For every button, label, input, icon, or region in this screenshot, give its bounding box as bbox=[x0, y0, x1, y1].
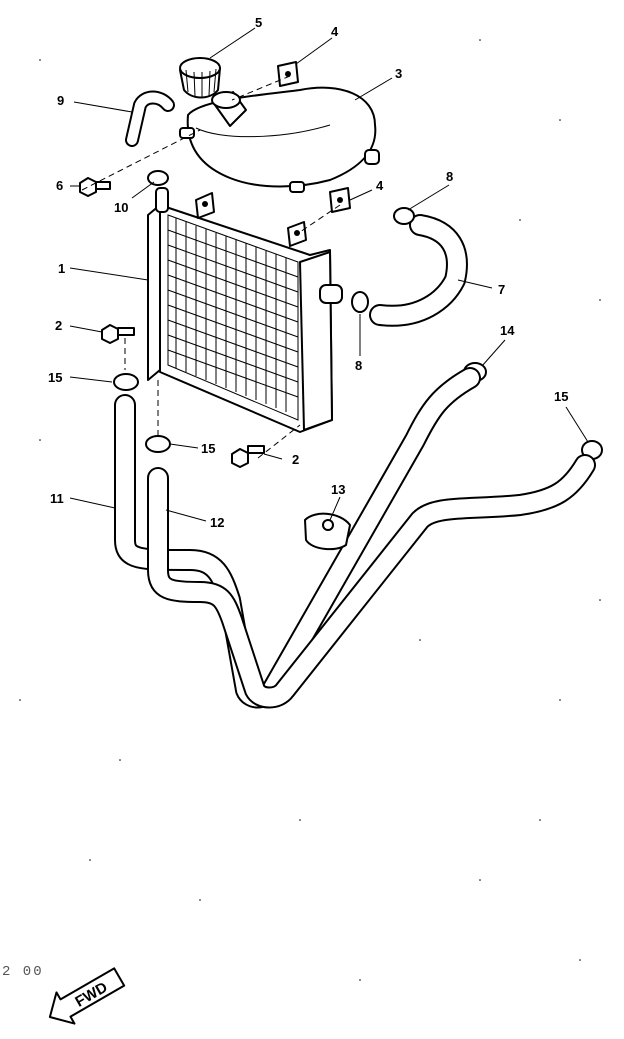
clamp-10 bbox=[147, 170, 169, 186]
callout-2-upper: 2 bbox=[55, 318, 62, 333]
callout-11: 11 bbox=[50, 491, 64, 506]
clamp-8-lower bbox=[351, 291, 369, 313]
callout-7: 7 bbox=[498, 282, 505, 297]
reservoir-tank bbox=[179, 86, 380, 193]
callout-15-left: 15 bbox=[48, 370, 62, 385]
callout-3: 3 bbox=[395, 66, 402, 81]
callout-14: 14 bbox=[500, 323, 515, 338]
clip-nut-lower bbox=[329, 187, 351, 213]
callout-15-center: 15 bbox=[201, 441, 215, 456]
callout-4-upper: 4 bbox=[331, 24, 339, 39]
clamp-13 bbox=[304, 512, 351, 551]
radiator-cap bbox=[179, 57, 221, 99]
callout-5: 5 bbox=[255, 15, 262, 30]
leader-lines bbox=[69, 27, 589, 522]
callout-12: 12 bbox=[210, 515, 224, 530]
callout-8-upper: 8 bbox=[446, 169, 453, 184]
bolt-2-upper bbox=[101, 324, 135, 344]
callout-9: 9 bbox=[57, 93, 64, 108]
bolt-2-lower bbox=[231, 445, 265, 468]
clamp-8-upper bbox=[393, 207, 415, 225]
clamp-15-left bbox=[113, 373, 139, 391]
callout-15-right: 15 bbox=[554, 389, 568, 404]
diagram-code: 2 00 bbox=[2, 964, 44, 980]
bolt-6 bbox=[79, 177, 111, 197]
clip-nut-upper bbox=[277, 61, 299, 87]
clamp-15-center bbox=[145, 435, 171, 453]
radiator-core bbox=[147, 187, 343, 433]
callout-8-lower: 8 bbox=[355, 358, 362, 373]
callout-10: 10 bbox=[114, 200, 128, 215]
callout-2-lower: 2 bbox=[292, 452, 299, 467]
callout-4-lower: 4 bbox=[376, 178, 384, 193]
callout-1: 1 bbox=[58, 261, 65, 276]
callout-6: 6 bbox=[56, 178, 63, 193]
radiator-fins bbox=[167, 218, 299, 412]
callout-13: 13 bbox=[331, 482, 345, 497]
fwd-arrow: FWD bbox=[48, 967, 126, 1025]
scan-speckles bbox=[19, 39, 601, 981]
